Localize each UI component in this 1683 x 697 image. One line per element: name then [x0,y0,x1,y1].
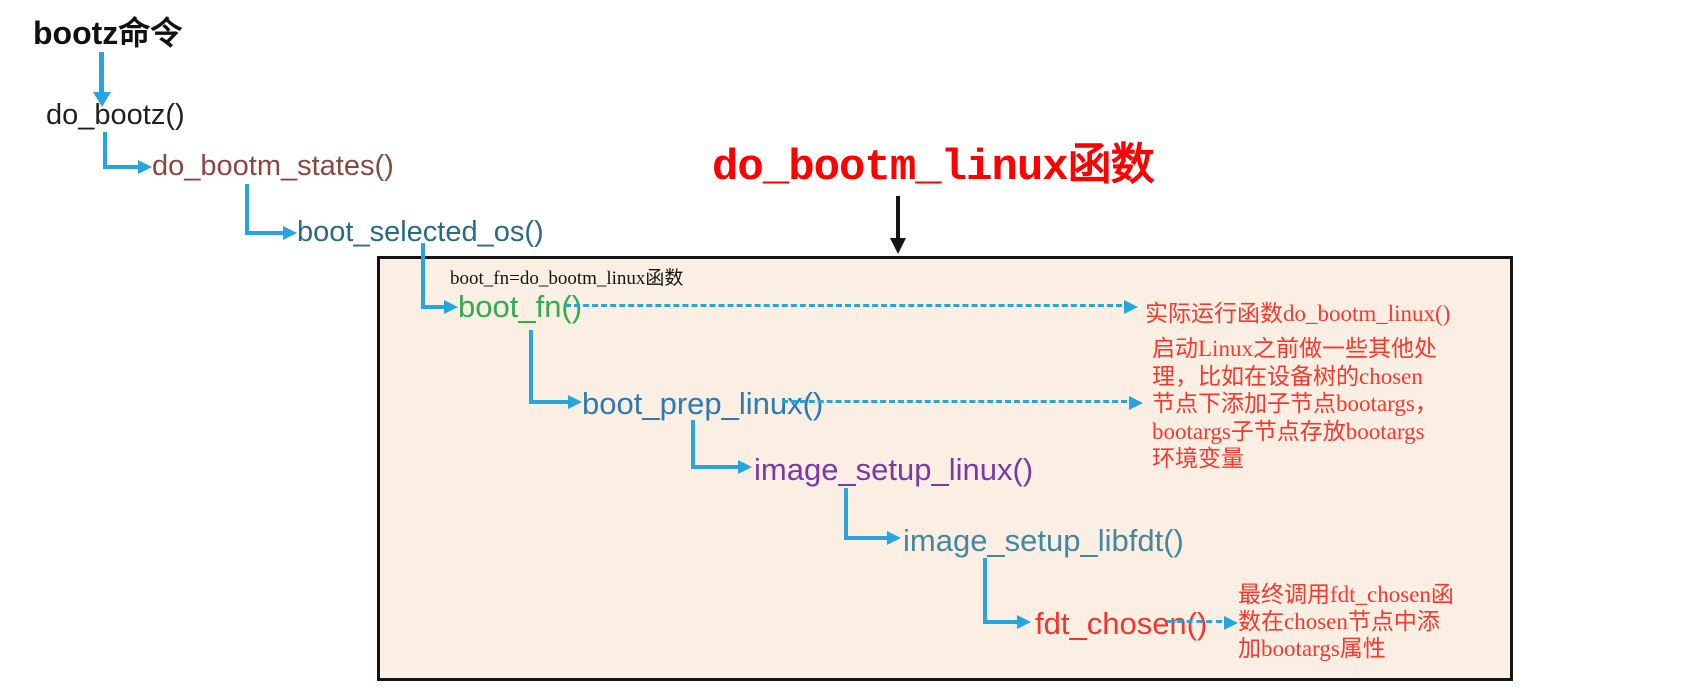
title-pointer-line [896,196,900,240]
connector-selectedos-to-bootfn-hline [421,305,446,309]
node-do-bootz: do_bootz() [46,99,185,131]
node-image-setup-linux: image_setup_linux() [754,452,1034,487]
connector-setuplinux-to-libfdt-vline [844,488,848,540]
title-pointer-arrowhead-icon [890,238,906,254]
node-image-setup-libfdt: image_setup_libfdt() [903,523,1184,558]
flow-box [377,256,1513,681]
connector-prep-to-setuplinux-hline [691,465,739,469]
connector-bootz-to-dobootz-arrowhead-icon [93,92,111,107]
annotation-boot-fn: 实际运行函数do_bootm_linux() [1145,301,1451,326]
page-title: do_bootm_linux函数 [712,143,1155,193]
connector-states-to-selectedos-vline [245,184,249,235]
node-boot-selected-os: boot_selected_os() [297,216,544,248]
connector-dobootz-to-states-hline [103,165,140,169]
connector-setuplinux-to-libfdt-arrowhead-icon [887,531,901,545]
dashed-bootfn-annotation-arrowhead-icon [1124,300,1138,314]
box-note-boot-fn-assignment: boot_fn=do_bootm_linux函数 [450,268,684,289]
connector-dobootz-to-states-arrowhead-icon [138,160,152,174]
connector-dobootz-to-states-vline [103,132,107,169]
node-do-bootm-states: do_bootm_states() [152,150,394,182]
annotation-boot-prep-linux: 启动Linux之前做一些其他处 理，比如在设备树的chosen 节点下添加子节点… [1152,336,1438,471]
connector-libfdt-to-fdtchosen-arrowhead-icon [1017,615,1031,629]
connector-bootfn-to-prep-vline [529,330,533,404]
connector-bootfn-to-prep-arrowhead-icon [568,395,582,409]
annotation-fdt-chosen: 最终调用fdt_chosen函 数在chosen节点中添 加bootargs属性 [1238,582,1454,661]
node-bootz-command: bootz命令 [33,15,183,51]
dashed-prep-annotation-line [782,400,1127,403]
connector-bootz-to-dobootz-line [99,52,104,94]
connector-states-to-selectedos-hline [245,231,285,235]
dashed-prep-annotation-arrowhead-icon [1129,396,1143,410]
connector-prep-to-setuplinux-arrowhead-icon [738,460,752,474]
connector-bootfn-to-prep-hline [529,400,570,404]
node-boot-prep-linux: boot_prep_linux() [582,386,824,421]
dashed-fdtchosen-annotation-arrowhead-icon [1224,616,1238,630]
connector-libfdt-to-fdtchosen-hline [983,620,1019,624]
node-boot-fn: boot_fn() [458,289,583,324]
connector-libfdt-to-fdtchosen-vline [983,558,987,624]
dashed-bootfn-annotation-line [565,304,1122,307]
dashed-fdtchosen-annotation-line [1167,620,1222,623]
connector-setuplinux-to-libfdt-hline [844,536,888,540]
connector-selectedos-to-bootfn-vline [421,243,425,309]
node-fdt-chosen: fdt_chosen() [1035,606,1208,641]
connector-states-to-selectedos-arrowhead-icon [283,226,297,240]
connector-prep-to-setuplinux-vline [691,420,695,469]
connector-selectedos-to-bootfn-arrowhead-icon [444,300,458,314]
